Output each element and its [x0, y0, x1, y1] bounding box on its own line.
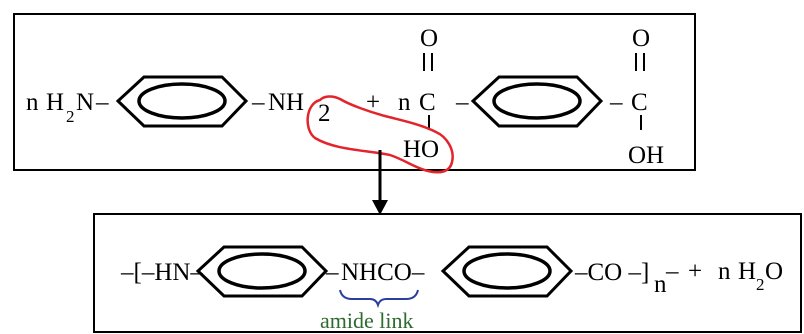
- benzene-ring-1: [115, 75, 249, 128]
- reactant-right-dash-mid: –: [455, 89, 469, 116]
- reactant-left-sub-2: 2: [66, 107, 75, 126]
- reaction-arrow: [372, 150, 388, 215]
- water-coefficient: n: [718, 258, 731, 285]
- hydroxyl-1: HO: [403, 136, 439, 163]
- product-n-subscript: n: [654, 271, 667, 298]
- plus-sign: +: [366, 89, 380, 116]
- benzene-ring-3: [195, 245, 329, 298]
- water-sub-2: 2: [756, 275, 765, 294]
- double-bond-2: [635, 53, 645, 71]
- benzene-ring-4: [440, 245, 574, 298]
- double-bond-1: [423, 53, 433, 71]
- amide-brace: [339, 289, 419, 309]
- reactant-left-coefficient: n: [26, 89, 39, 116]
- product-plus: +: [688, 258, 702, 285]
- benzene-ring-2: [470, 75, 604, 128]
- oxygen-2: O: [632, 25, 650, 52]
- reactant-right-dash-end: –: [609, 89, 623, 116]
- reactant-left-h: H: [46, 89, 64, 116]
- hydroxyl-2: OH: [628, 142, 664, 169]
- product-box: [93, 213, 802, 333]
- reactant-left-nh-sub: 2: [318, 100, 331, 127]
- reactant-left-dash-before-nh: –: [251, 89, 265, 116]
- amide-group: NHCO–: [341, 259, 425, 286]
- reactant-left-dash: –: [95, 89, 109, 116]
- product-start: –[–HN–: [120, 259, 203, 286]
- reactant-right-coefficient: n: [398, 89, 411, 116]
- carbon-2: C: [631, 89, 648, 116]
- reactant-left-nh: NH: [268, 89, 304, 116]
- water-o: O: [765, 258, 783, 285]
- reactant-box: [13, 13, 696, 171]
- oxygen-1: O: [420, 25, 438, 52]
- product-end-group: –CO –]: [574, 259, 649, 286]
- highlight-loop: [306, 95, 454, 174]
- amide-link-label: amide link: [320, 308, 413, 333]
- product-mid-dash: –: [325, 259, 339, 286]
- water-h: H: [738, 258, 756, 285]
- product-trailing-dash: –: [665, 258, 679, 285]
- reactant-left-n: N: [76, 89, 94, 116]
- carbon-1: C: [419, 89, 436, 116]
